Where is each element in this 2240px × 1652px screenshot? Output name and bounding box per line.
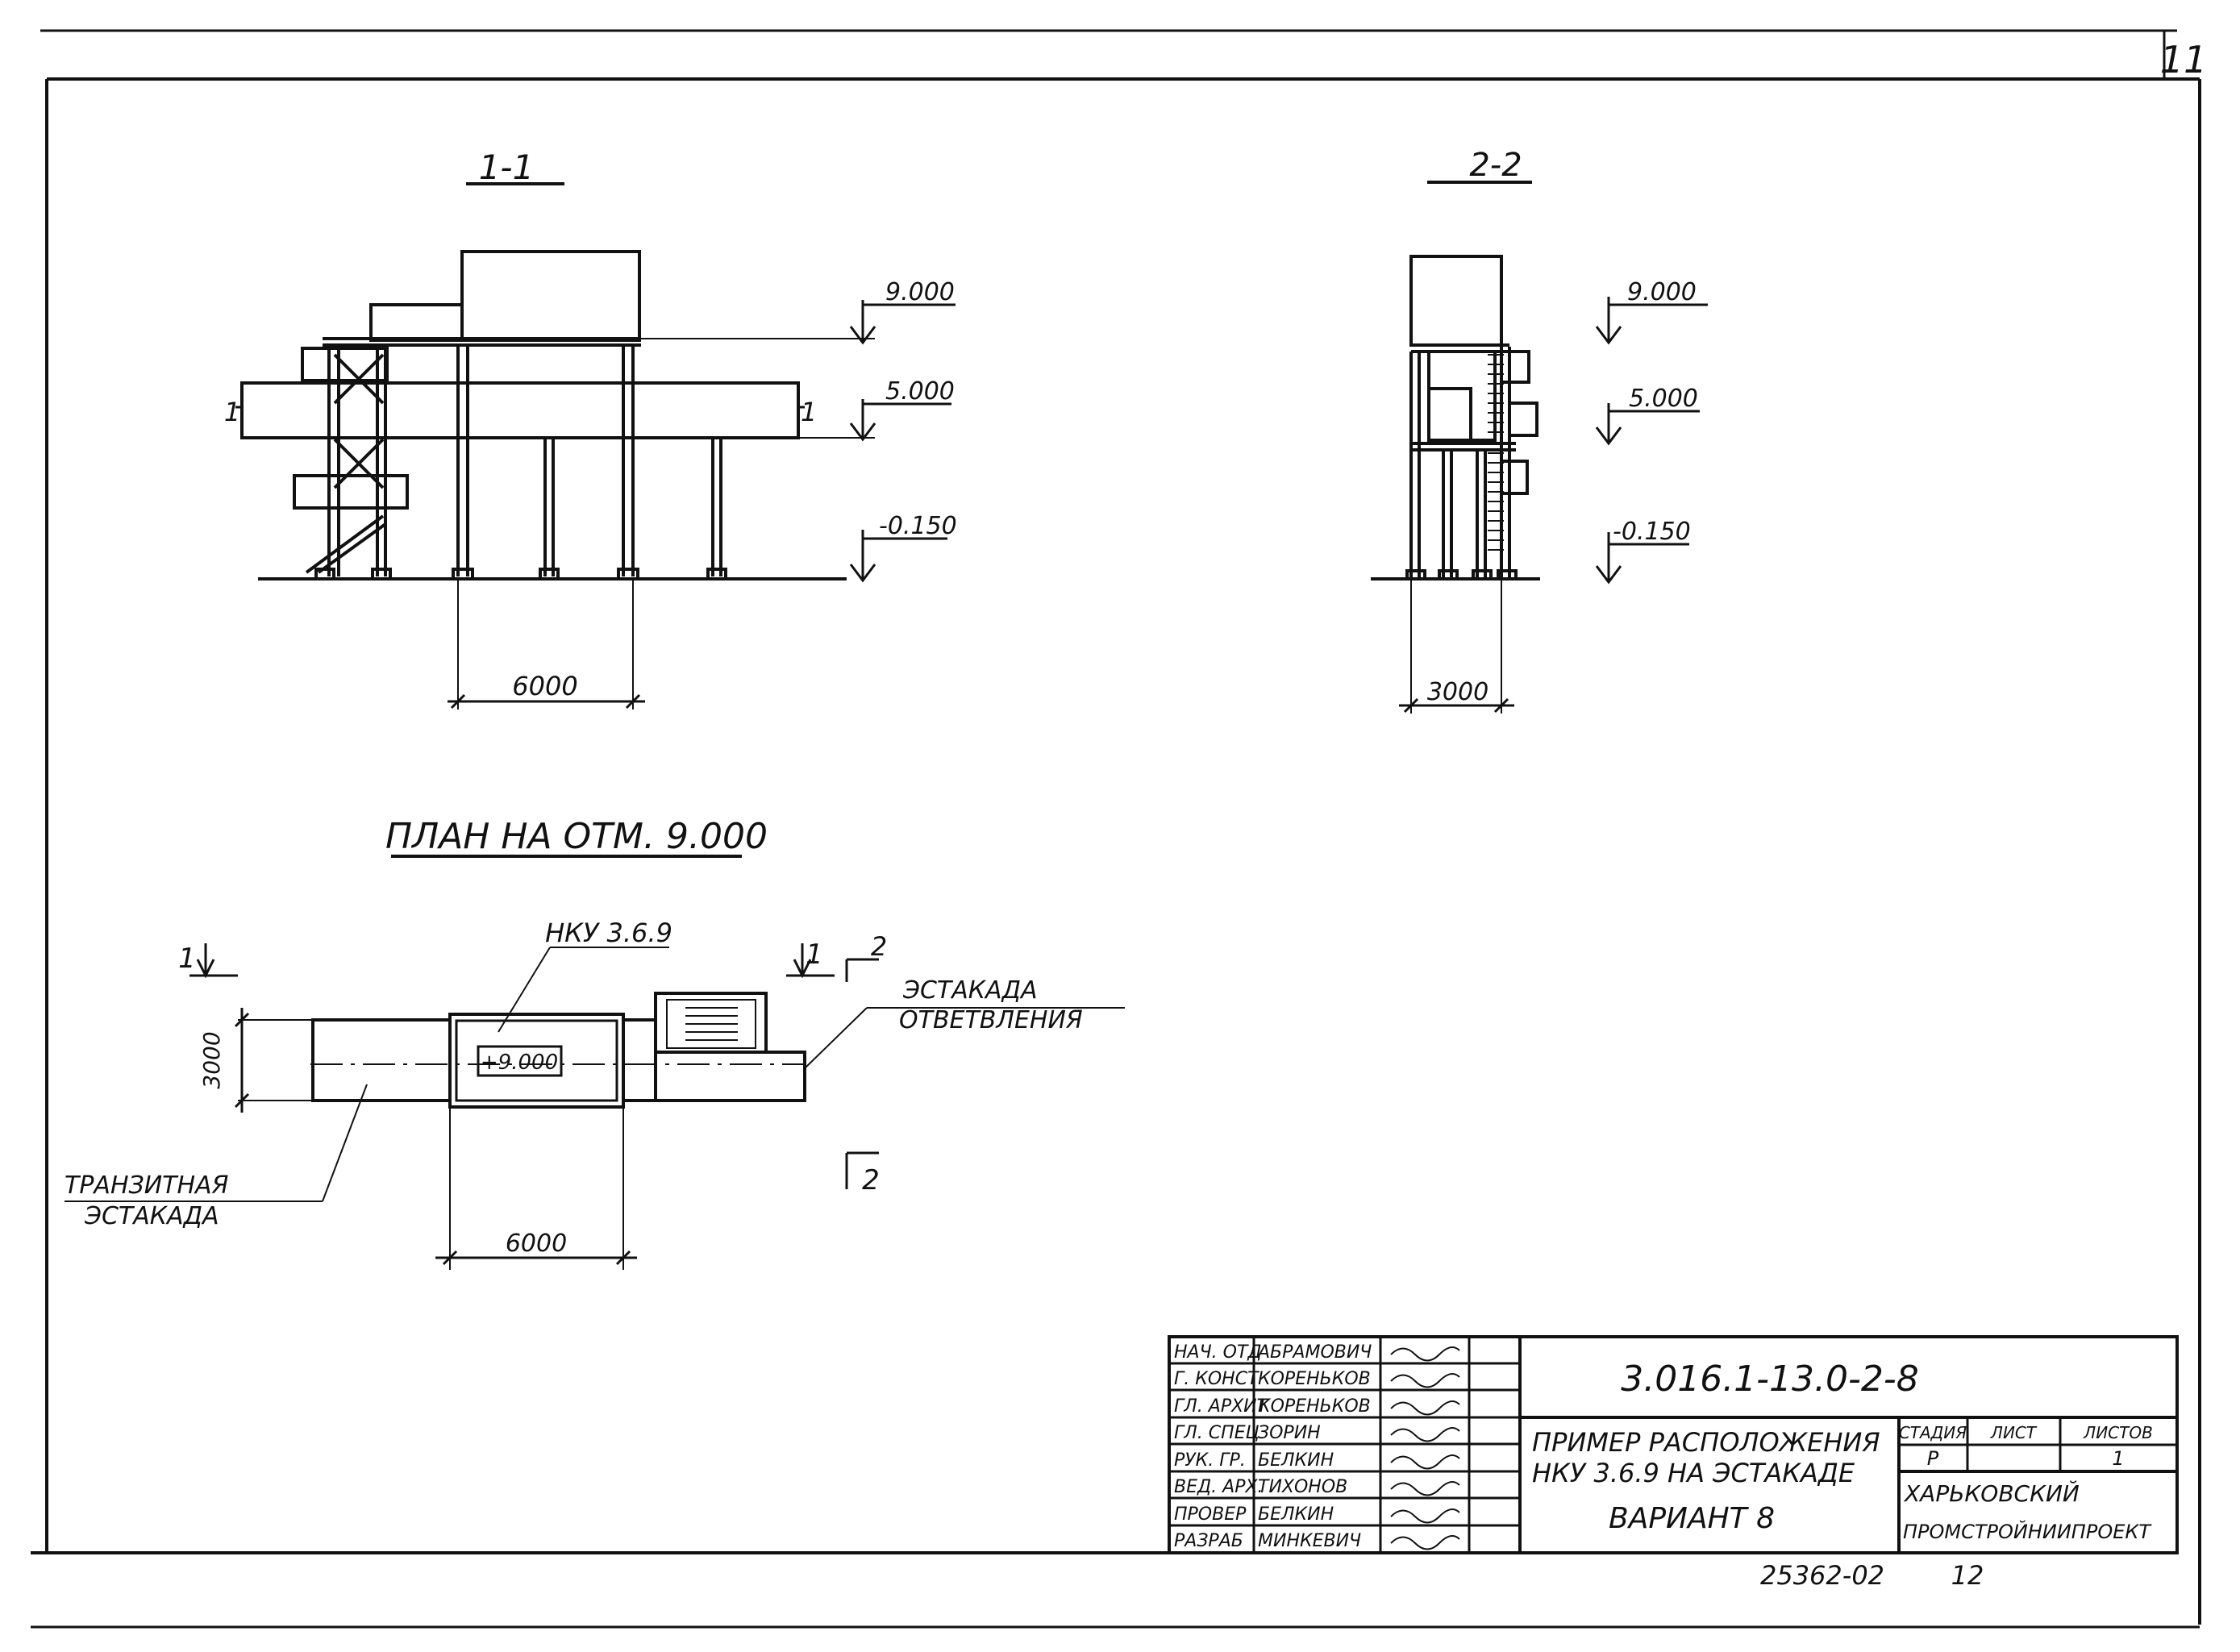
plan-branch-label-line1: ЭСТАКАДА [902,976,1038,1005]
plan-structure [65,943,1125,1270]
plan-transit-label-line1: ТРАНЗИТНАЯ [65,1171,229,1200]
org-line2: ПРОМСТРОЙНИИПРОЕКТ [1903,1520,2152,1543]
name-cell: КОРЕНЬКОВ [1258,1396,1371,1417]
section-1-1-structure [235,250,875,709]
stage-header: СТАДИЯ [1899,1423,1967,1442]
section-1-1-span-dim: 6000 [512,671,577,701]
name-cell: АБРАМОВИЧ [1256,1342,1372,1363]
plan-transit-label-line2: ЭСТАКАДА [84,1202,219,1230]
bottom-page: 12 [1951,1560,1984,1591]
sheets-header: ЛИСТОВ [2083,1423,2153,1442]
sheets-total-value: 1 [2112,1447,2124,1470]
name-cell: БЕЛКИН [1258,1450,1334,1471]
name-cell: КОРЕНЬКОВ [1258,1369,1371,1389]
sheet-header: ЛИСТ [1990,1423,2038,1442]
plan-title: ПЛАН НА ОТМ. 9.000 [385,816,768,857]
section-1-1-level-markers [849,300,956,583]
role-cell: ГЛ. АРХИТ [1174,1396,1269,1417]
section-2-2-width-dim: 3000 [1427,678,1488,706]
name-cell: БЕЛКИН [1258,1504,1334,1525]
name-cell: МИНКЕВИЧ [1258,1531,1361,1551]
role-cell: Г. КОНСТ [1174,1369,1259,1389]
name-cell: ТИХОНОВ [1258,1477,1347,1497]
role-cell: РУК. ГР. [1174,1450,1246,1471]
signature-marks [1390,1346,1460,1550]
plan-cut-2-bottom: 2 [862,1164,880,1196]
role-cell: ГЛ. СПЕЦ [1174,1423,1259,1443]
doc-code: 3.016.1-13.0-2-8 [1621,1359,1919,1400]
plan-span-dim: 6000 [506,1230,567,1258]
description-line1: ПРИМЕР РАСПОЛОЖЕНИЯ [1532,1427,1880,1458]
description-line2: НКУ 3.6.9 НА ЭСТАКАДЕ [1532,1458,1855,1488]
title-block: НАЧ. ОТД Г. КОНСТ ГЛ. АРХИТ ГЛ. СПЕЦ РУК… [1168,1335,2179,1554]
sheet-number: 11 [2160,38,2208,81]
section-1-1-level-ground: -0.150 [879,512,957,540]
name-cell: ЗОРИН [1258,1423,1321,1443]
section-2-2-title: 2-2 [1469,147,1522,184]
sheet-frame [31,29,2201,1629]
section-2-2-structure [1371,255,1540,714]
plan-cut-2-top: 2 [871,931,887,962]
section-1-1-level-mid: 5.000 [885,377,955,406]
section-2-2-level-top: 9.000 [1627,278,1697,306]
section-1-1: 1-1 [224,148,957,709]
plan-view: ПЛАН НА ОТМ. 9.000 [65,816,1125,1270]
role-cell: ВЕД. АРХ. [1174,1477,1264,1497]
title-block-roles: НАЧ. ОТД Г. КОНСТ ГЛ. АРХИТ ГЛ. СПЕЦ РУК… [1174,1342,1269,1551]
section-2-2-level-ground: -0.150 [1613,518,1691,546]
section-2-2: 2-2 [1371,147,1708,714]
plan-width-dim: 3000 [198,1031,225,1088]
title-block-names: АБРАМОВИЧ КОРЕНЬКОВ КОРЕНЬКОВ ЗОРИН БЕЛК… [1256,1342,1372,1551]
plan-unit-label: НКУ 3.6.9 [545,918,672,948]
bottom-code: 25362-02 [1760,1560,1884,1591]
section-1-1-cut-mark-right: 1 [801,397,817,427]
section-1-1-title: 1-1 [479,148,535,187]
section-1-1-cut-mark-left: 1 [224,397,240,427]
stage-value: Р [1927,1447,1939,1470]
section-2-2-level-markers [1595,297,1708,585]
org-line1: ХАРЬКОВСКИЙ [1903,1479,2080,1507]
role-cell: ПРОВЕР [1174,1504,1247,1525]
plan-cut-1-left: 1 [178,943,196,975]
section-2-2-level-mid: 5.000 [1629,385,1698,413]
plan-cut-1-right: 1 [806,938,823,971]
plan-branch-label-line2: ОТВЕТВЛЕНИЯ [899,1006,1083,1034]
role-cell: РАЗРАБ [1174,1531,1243,1551]
plan-unit-level: +9.000 [481,1051,558,1075]
role-cell: НАЧ. ОТД [1174,1342,1262,1363]
variant-label: ВАРИАНТ 8 [1609,1502,1775,1535]
section-1-1-level-top: 9.000 [885,278,955,306]
